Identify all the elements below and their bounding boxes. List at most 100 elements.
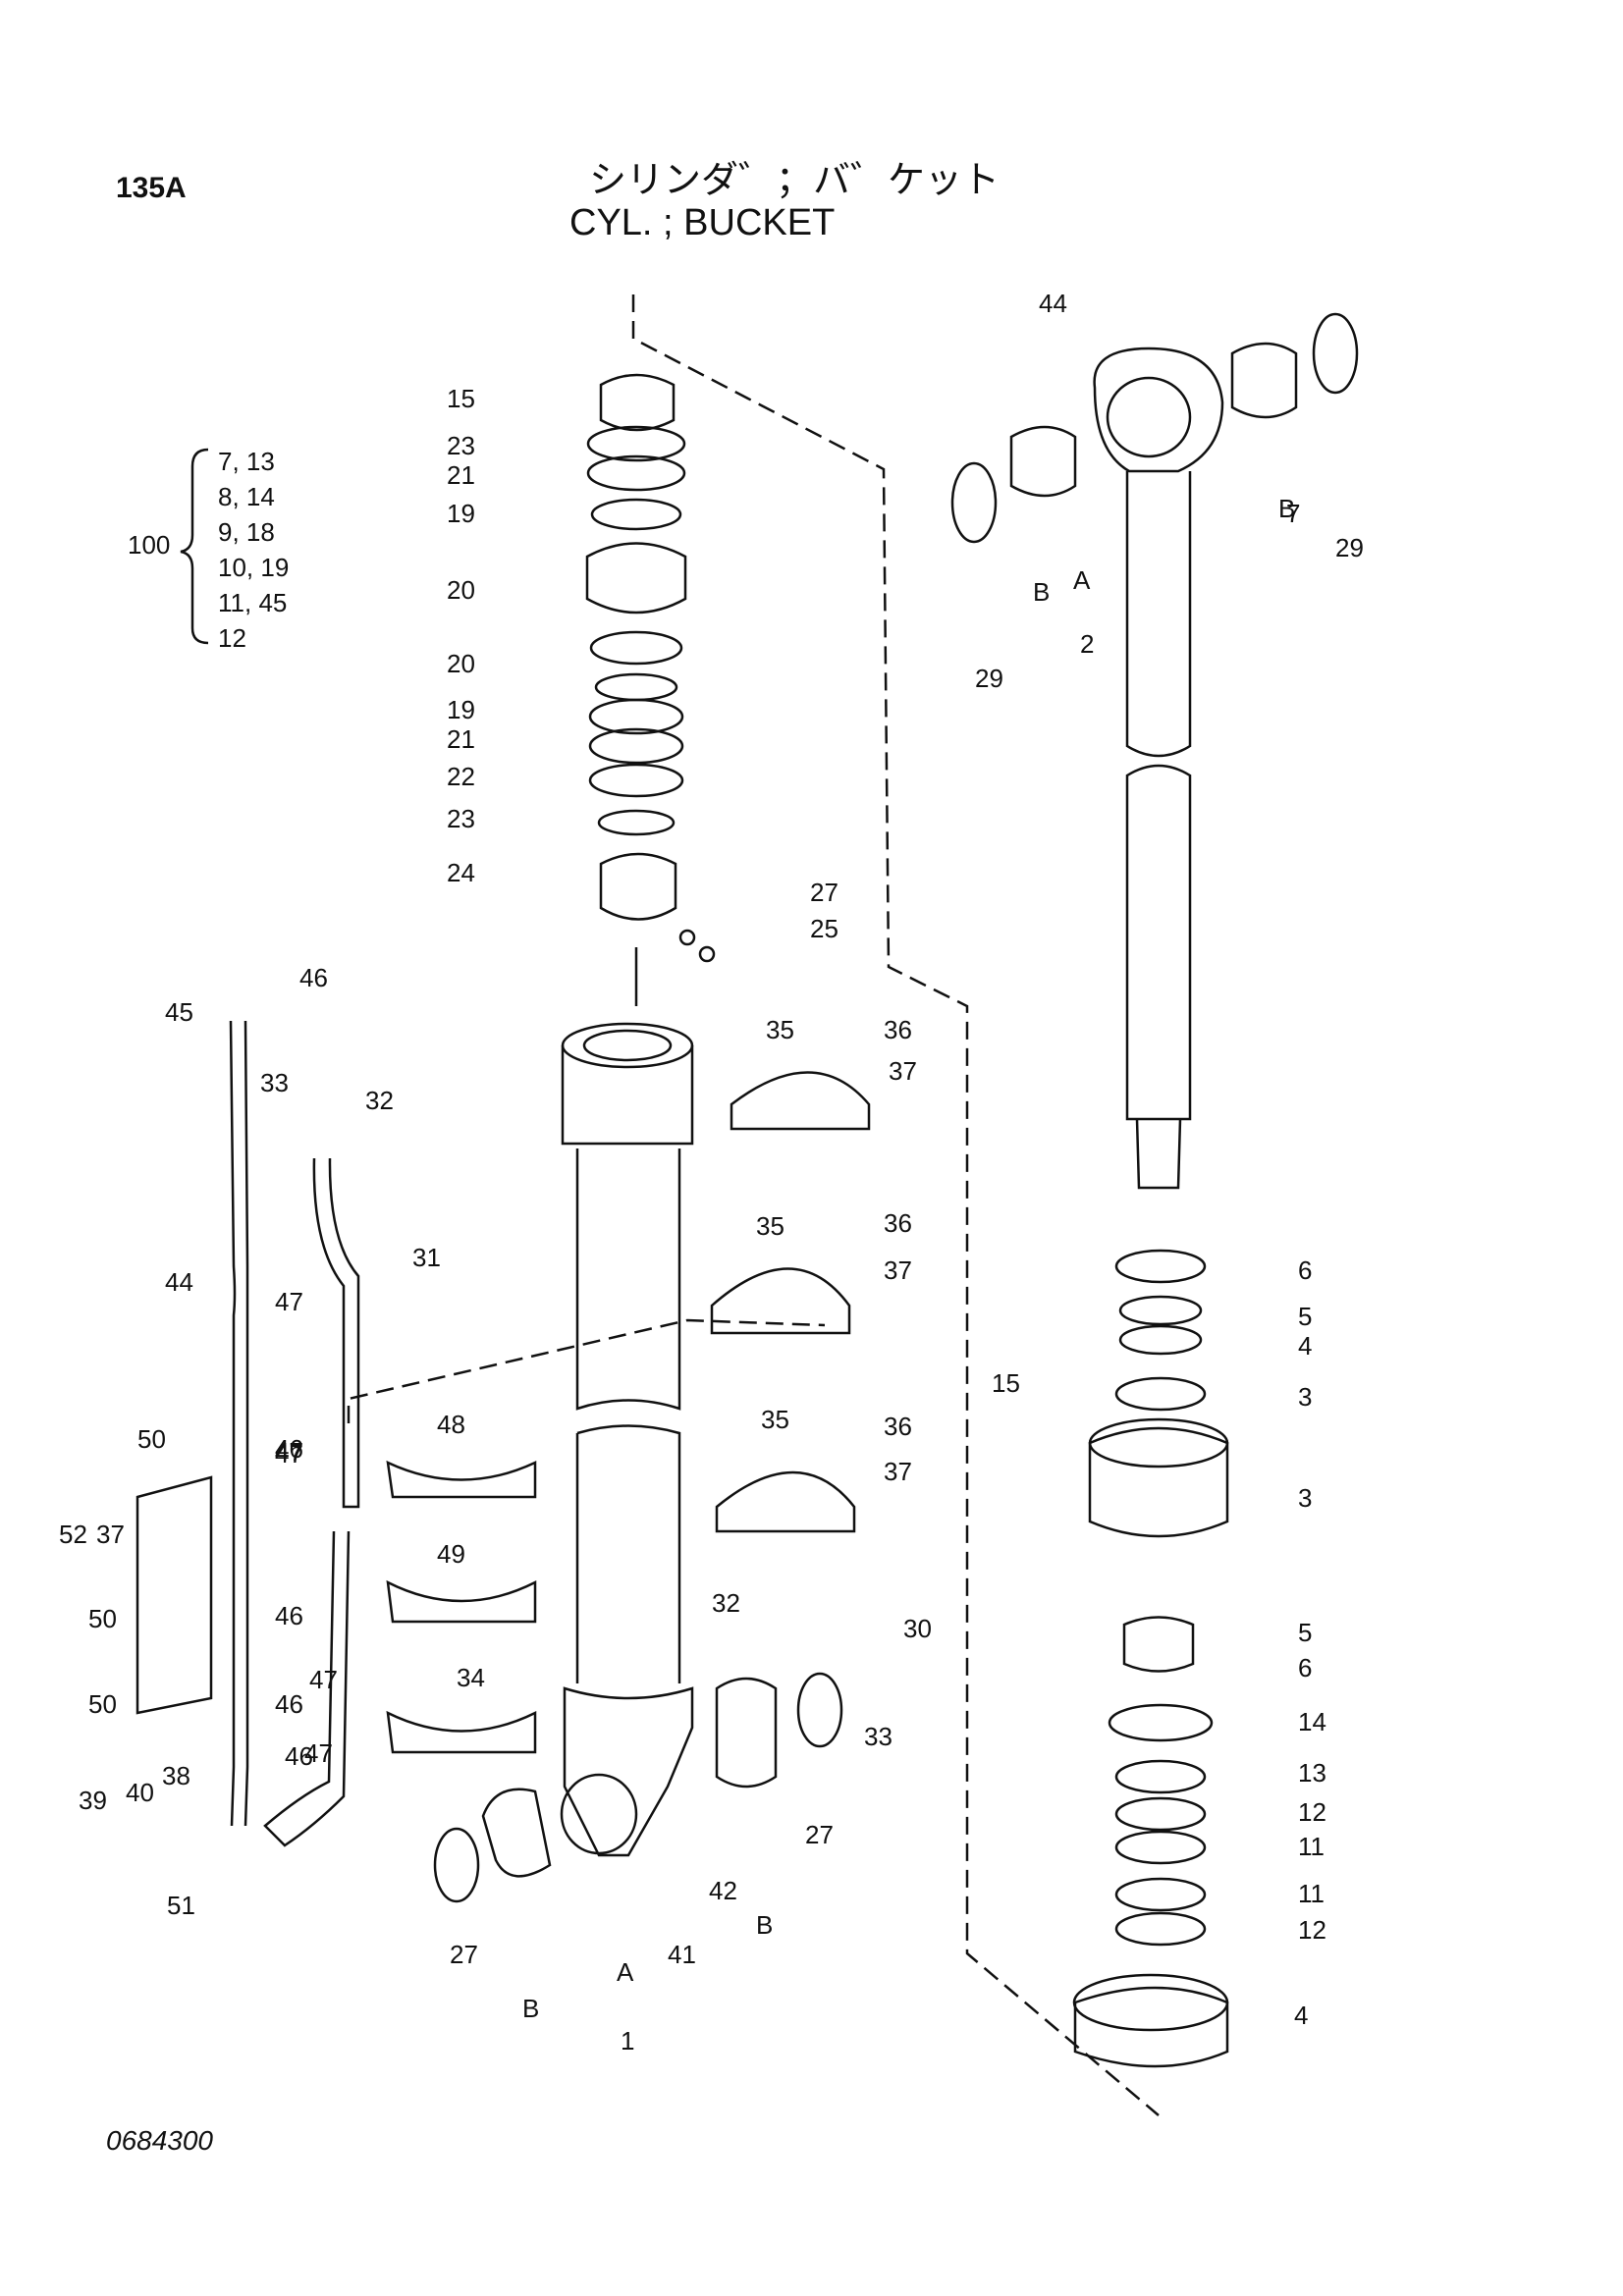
bushing-part xyxy=(1009,425,1077,498)
callout-label: 47 xyxy=(275,1287,303,1316)
callout-label: 11 xyxy=(1298,1832,1325,1861)
bushing-part xyxy=(715,1677,778,1789)
callout-label: 15 xyxy=(992,1368,1020,1398)
callout-label: 35 xyxy=(766,1015,794,1044)
bushing-part xyxy=(599,373,676,432)
title-english: CYL. ; BUCKET xyxy=(569,202,836,243)
callout-label: 35 xyxy=(761,1405,789,1434)
callout-label: 46 xyxy=(275,1434,303,1464)
callout-label: 33 xyxy=(864,1722,893,1751)
band-part xyxy=(715,1470,856,1533)
piston-rod xyxy=(1093,347,1224,1190)
ref-letter: A xyxy=(617,1957,634,1987)
callout-label: 27 xyxy=(810,878,839,907)
ring-part xyxy=(1114,1376,1207,1412)
callout-label: 29 xyxy=(975,664,1003,693)
ring-part xyxy=(588,727,684,765)
callout-label: 37 xyxy=(884,1457,912,1486)
callout-label: 46 xyxy=(299,963,328,992)
cylinder-tube xyxy=(560,1022,694,1857)
callout-label: 20 xyxy=(447,649,475,678)
callout-label: 13 xyxy=(1298,1758,1326,1788)
clamp-part xyxy=(386,1460,537,1499)
callout-label: 34 xyxy=(457,1663,485,1692)
callout-label: 30 xyxy=(903,1614,932,1643)
ring-part xyxy=(796,1672,843,1748)
kit-line: 8, 14 xyxy=(218,482,275,511)
pipe-part xyxy=(243,1020,249,1827)
kit-line: 12 xyxy=(218,623,246,653)
ring-part xyxy=(586,454,686,492)
ring-part xyxy=(590,498,682,531)
callout-label: 33 xyxy=(260,1068,289,1097)
callout-label: 20 xyxy=(447,575,475,605)
callout-label: 25 xyxy=(810,914,839,943)
callout-label: 3 xyxy=(1298,1382,1312,1412)
ring-part xyxy=(586,425,686,462)
callout-label: 47 xyxy=(309,1665,338,1694)
ring-part xyxy=(1312,312,1359,395)
callout-label: 6 xyxy=(1298,1255,1312,1285)
callout-label: 49 xyxy=(437,1539,465,1569)
callout-label: 32 xyxy=(712,1588,740,1618)
nut-part xyxy=(599,852,677,921)
callout-label: 12 xyxy=(1298,1915,1326,1945)
callout-label: 2 xyxy=(1080,629,1094,659)
title-japanese: シリンダ゛；バ゛ケット xyxy=(589,158,1001,201)
assembly-dash-line xyxy=(631,294,1160,2116)
callout-label: 47 xyxy=(304,1738,333,1768)
drawing-number: 0684300 xyxy=(106,2125,214,2156)
callout-label: 38 xyxy=(162,1761,190,1790)
callout-label: 19 xyxy=(447,695,475,724)
kit-line: 10, 19 xyxy=(218,553,290,582)
callout-label: 14 xyxy=(1298,1707,1326,1736)
callout-label: 15 xyxy=(447,384,475,413)
callout-label: 52 xyxy=(59,1520,87,1549)
kit-line: 11, 45 xyxy=(218,588,288,617)
ring-part xyxy=(950,461,998,544)
ref-letter: B xyxy=(756,1910,773,1940)
callout-label: 36 xyxy=(884,1015,912,1044)
ring-part xyxy=(589,630,683,666)
callout-label: 35 xyxy=(756,1211,784,1241)
callout-label: 39 xyxy=(79,1786,107,1815)
reference-letters: A B B A B B xyxy=(522,494,1295,2023)
ring-part xyxy=(588,763,684,798)
callout-label: 41 xyxy=(668,1940,696,1969)
ring-part xyxy=(1118,1324,1203,1356)
band-part xyxy=(710,1267,851,1335)
piston-part xyxy=(585,542,687,614)
ring-part xyxy=(588,698,684,735)
callout-label: 1 xyxy=(621,2026,634,2056)
callout-label: 21 xyxy=(447,724,475,754)
callout-label: 50 xyxy=(88,1604,117,1633)
bushing-part xyxy=(481,1788,552,1878)
callout-label: 45 xyxy=(165,997,193,1027)
band-part xyxy=(730,1071,871,1131)
nut-part xyxy=(1073,1986,1229,2068)
seal-stack xyxy=(585,373,716,1006)
kit-line: 9, 18 xyxy=(218,517,275,547)
callout-label: 37 xyxy=(884,1255,912,1285)
callout-label: 4 xyxy=(1294,2001,1308,2030)
callout-label: 37 xyxy=(96,1520,125,1549)
callout-label: 47 xyxy=(275,1439,303,1468)
callout-label: 31 xyxy=(412,1243,441,1272)
callout-label: 47 xyxy=(275,1437,303,1467)
callout-label: 37 xyxy=(889,1056,917,1086)
ring-part xyxy=(1114,1911,1207,1947)
ring-part xyxy=(1114,1830,1207,1865)
screw-part xyxy=(698,945,716,963)
kit-id: 100 xyxy=(128,530,171,560)
callout-label: 36 xyxy=(884,1208,912,1238)
kit-brace xyxy=(180,448,209,645)
assembly-dash-line xyxy=(347,1318,826,1423)
ring-part xyxy=(597,809,676,836)
kit-line: 7, 13 xyxy=(218,447,275,476)
ring-part xyxy=(433,1827,480,1903)
bracket-part xyxy=(135,1475,213,1715)
bushing-part xyxy=(1122,1616,1195,1673)
callout-label: 44 xyxy=(1039,289,1067,318)
ring-part xyxy=(1114,1249,1207,1284)
callout-label: 27 xyxy=(450,1940,478,1969)
